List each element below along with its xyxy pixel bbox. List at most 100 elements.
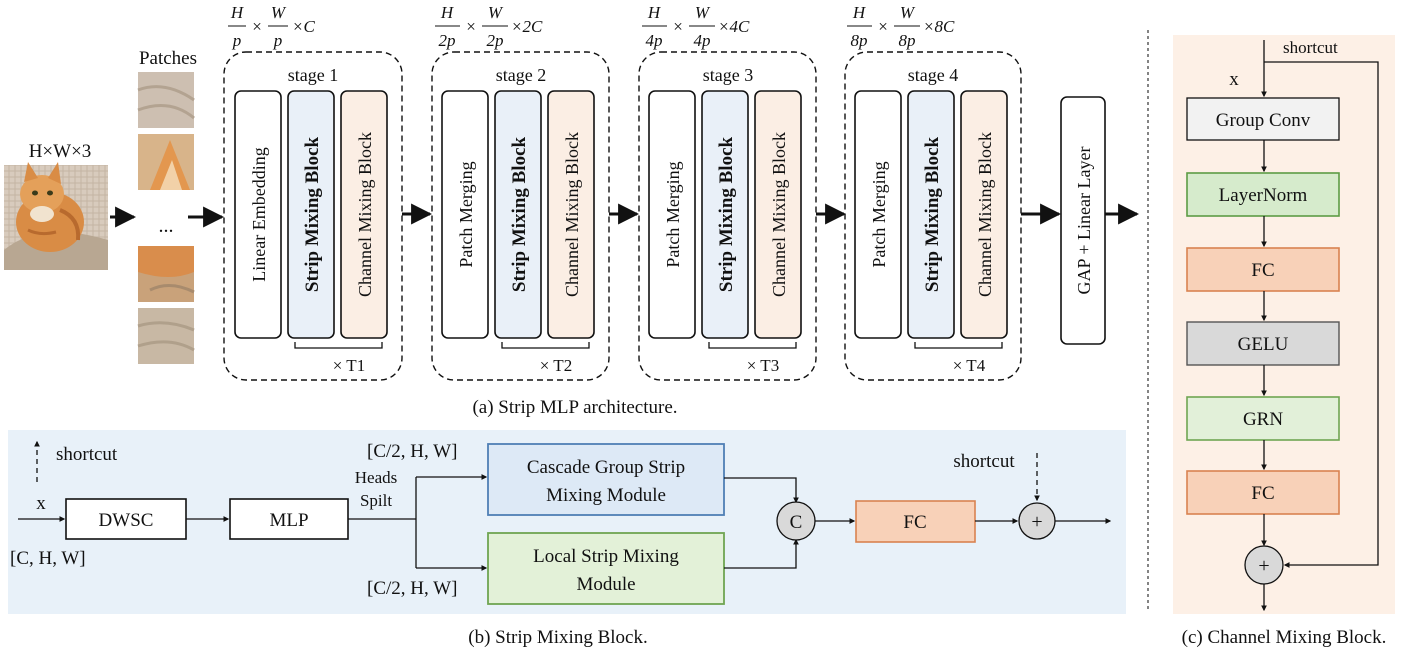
bottom-branch-dims: [C/2, H, W] <box>367 578 457 599</box>
strip-mixing-panel: shortcut x [C, H, W] DWSC MLP Heads Spil… <box>8 430 1126 648</box>
patch-merging-block <box>441 90 489 339</box>
cascade-module-label: Mixing Module <box>546 485 666 506</box>
group-conv-label: Group Conv <box>1216 110 1311 131</box>
stage-container <box>638 51 817 381</box>
layernorm-label: LayerNorm <box>1219 185 1308 206</box>
channel-mixing-label: Channel Mixing Block <box>355 132 375 297</box>
repeat-bracket <box>294 342 383 349</box>
channel-mixing-block <box>340 90 388 339</box>
stage-container <box>223 51 403 381</box>
patch-thumbnail <box>138 246 195 302</box>
patch-merging-label: Patch Merging <box>869 161 889 267</box>
caption-a: (a) Strip MLP architecture. <box>472 397 677 418</box>
shortcut-label: shortcut <box>56 444 118 465</box>
mlp-label: MLP <box>269 510 308 531</box>
repeat-bracket <box>914 342 1003 349</box>
add-label: + <box>1031 511 1042 533</box>
stage-3: H 4p × W 4p ×4C stage 3 Patch Merging St… <box>638 3 817 381</box>
svg-text:×: × <box>673 17 683 36</box>
fc-label: FC <box>903 512 926 533</box>
svg-text:×C: ×C <box>292 17 315 36</box>
svg-text:W: W <box>488 3 504 22</box>
repeat-count: × T3 <box>747 356 779 375</box>
patches-label: Patches <box>139 48 197 69</box>
svg-text:W: W <box>900 3 916 22</box>
stage-dimension-formula: H 4p × W 4p ×4C <box>642 3 750 50</box>
stage-title: stage 2 <box>496 65 546 85</box>
caption-c: (c) Channel Mixing Block. <box>1182 627 1387 648</box>
channel-mixing-label: Channel Mixing Block <box>562 132 582 297</box>
strip-mixing-label: Strip Mixing Block <box>302 136 323 292</box>
add-label: + <box>1258 555 1269 577</box>
shortcut-in-label: shortcut <box>953 451 1015 472</box>
local-module-label: Local Strip Mixing <box>533 546 679 567</box>
stage-dimension-formula: H 2p × W 2p ×2C <box>435 3 543 50</box>
svg-text:p: p <box>273 31 283 50</box>
stage-dimension-formula: H 8p × W 8p ×8C <box>847 3 955 50</box>
architecture-panel: H×W×3 Patches ... <box>4 3 1140 418</box>
fc-block-1 <box>1186 247 1340 292</box>
fc-label: FC <box>1251 260 1274 281</box>
linear-embedding-block <box>234 90 282 339</box>
strip-mixing-block <box>907 90 955 339</box>
svg-text:×8C: ×8C <box>923 17 955 36</box>
channel-mixing-panel: shortcut x Group Conv LayerNorm FC GELU … <box>1173 35 1395 648</box>
top-branch-dims: [C/2, H, W] <box>367 441 457 462</box>
patch-merging-label: Patch Merging <box>663 161 683 267</box>
grn-block <box>1186 396 1340 441</box>
svg-text:8p: 8p <box>899 31 916 50</box>
patches-ellipsis: ... <box>159 215 174 237</box>
svg-text:H: H <box>440 3 455 22</box>
channel-mixing-label: Channel Mixing Block <box>769 132 789 297</box>
input-cat-image <box>4 162 108 270</box>
svg-text:2p: 2p <box>487 31 504 50</box>
grn-label: GRN <box>1243 409 1283 430</box>
svg-text:H: H <box>852 3 867 22</box>
input-x-label: x <box>1229 69 1239 90</box>
input-x-label: x <box>36 493 46 514</box>
patch-thumbnail <box>138 134 194 190</box>
input-size-label: H×W×3 <box>29 141 92 162</box>
svg-text:H: H <box>647 3 662 22</box>
patch-merging-label: Patch Merging <box>456 161 476 267</box>
svg-text:×: × <box>878 17 888 36</box>
strip-mixing-label: Strip Mixing Block <box>922 136 943 292</box>
svg-text:H: H <box>230 3 245 22</box>
channel-mixing-block <box>754 90 802 339</box>
gap-linear-layer-label: GAP + Linear Layer <box>1074 147 1094 295</box>
input-dims-label: [C, H, W] <box>10 548 86 569</box>
concat-label: C <box>790 512 803 533</box>
patch-thumbnail <box>137 308 195 364</box>
repeat-count: × T4 <box>953 356 986 375</box>
fc-block-2 <box>1186 470 1340 515</box>
strip-mixing-block <box>494 90 542 339</box>
svg-text:×4C: ×4C <box>718 17 750 36</box>
patch-merging-block <box>648 90 696 339</box>
cascade-group-strip-mixing-module <box>487 443 725 516</box>
mlp-block <box>229 498 349 540</box>
svg-text:×2C: ×2C <box>511 17 543 36</box>
fc-block <box>855 500 976 543</box>
repeat-bracket <box>501 342 590 349</box>
stage-2: H 2p × W 2p ×2C stage 2 Patch Merging St… <box>431 3 610 381</box>
shortcut-path <box>1264 61 1379 568</box>
stage-container <box>431 51 610 381</box>
svg-text:W: W <box>695 3 711 22</box>
local-module-label: Module <box>576 574 635 595</box>
heads-split-label: Spilt <box>360 491 392 510</box>
stage-container <box>844 51 1022 381</box>
stage-1: H p × W p ×C stage 1 Linear Embedding St… <box>223 3 403 381</box>
patch-thumbnail <box>137 72 195 128</box>
strip-mixing-block <box>287 90 335 339</box>
fc-label: FC <box>1251 483 1274 504</box>
stage-dimension-formula: H p × W p ×C <box>228 3 315 50</box>
layernorm-block <box>1186 172 1340 217</box>
repeat-count: × T1 <box>333 356 365 375</box>
strip-mixing-block <box>701 90 749 339</box>
svg-text:4p: 4p <box>646 31 663 50</box>
dwsc-label: DWSC <box>99 510 154 531</box>
gap-linear-layer-block <box>1060 96 1106 345</box>
svg-text:p: p <box>232 31 242 50</box>
heads-split-label: Heads <box>355 468 397 487</box>
